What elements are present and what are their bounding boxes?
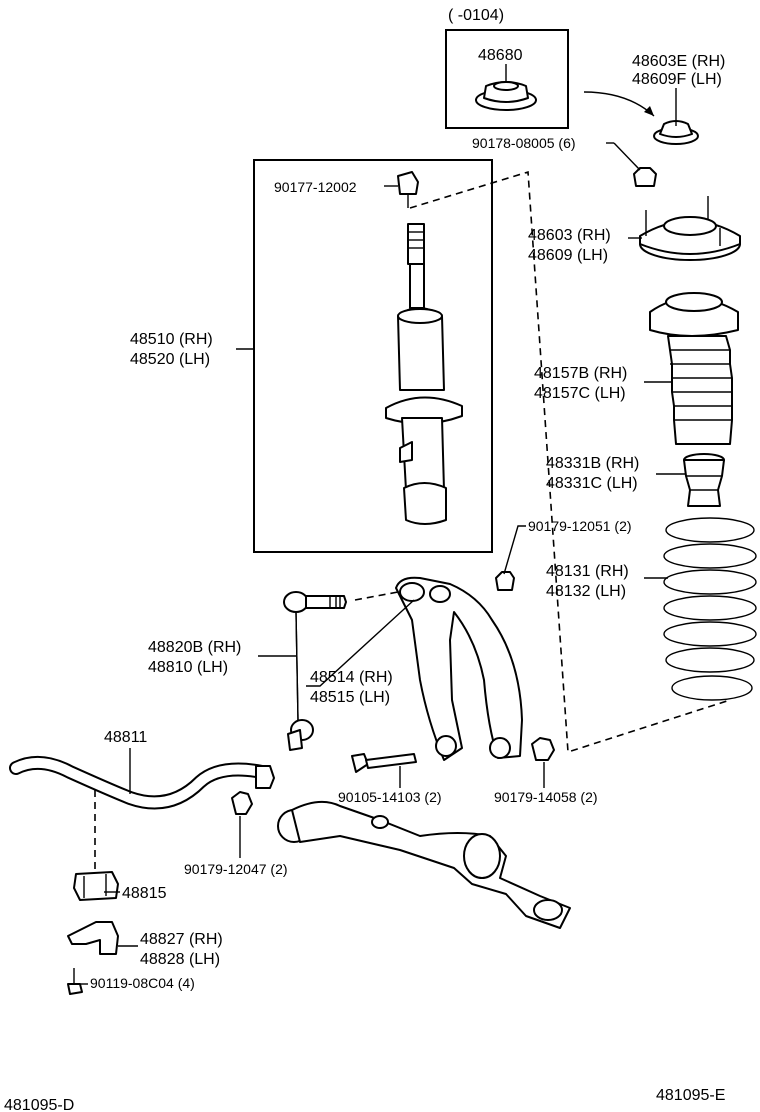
- label-48520: 48520 (LH): [130, 351, 210, 368]
- label-48815: 48815: [122, 885, 167, 902]
- label-48514: 48514 (RH): [310, 669, 393, 686]
- nut-90178-part: [633, 167, 657, 187]
- upper-mount-48680-part: [475, 81, 537, 111]
- label-48810: 48810 (LH): [148, 659, 228, 676]
- footer-code-right: 481095-E: [656, 1087, 725, 1104]
- label-90177: 90177-12002: [274, 179, 357, 195]
- bushing-48815-part: [73, 871, 119, 901]
- label-48827: 48827 (RH): [140, 931, 223, 948]
- leader-90179-12051: [503, 525, 526, 575]
- label-48603: 48603 (RH): [528, 227, 611, 244]
- bound-stopper-48331-part: [683, 453, 725, 507]
- label-48131: 48131 (RH): [546, 563, 629, 580]
- label-48331c: 48331C (LH): [546, 475, 638, 492]
- upper-support-variant-box: [445, 29, 569, 129]
- bolt-90105-14103-part: [351, 753, 417, 773]
- shock-absorber-48510-part: [385, 171, 463, 525]
- assembly-dashed-line: [409, 170, 731, 754]
- leader-48514: [306, 599, 415, 687]
- label-90178: 90178-08005 (6): [472, 135, 576, 151]
- steering-knuckle-48514-part: [395, 576, 523, 761]
- variant-arrow-head: [644, 106, 654, 116]
- label-48828: 48828 (LH): [140, 951, 220, 968]
- footer-code-left: 481095-D: [4, 1097, 74, 1112]
- label-48132: 48132 (LH): [546, 583, 626, 600]
- upper-support-48603-part: [639, 196, 741, 261]
- label-48603e: 48603E (RH): [632, 53, 725, 70]
- shock-absorber-box: [253, 159, 493, 553]
- stabilizer-bar-48811-part: [9, 755, 275, 810]
- label-90179-12047: 90179-12047 (2): [184, 861, 288, 877]
- label-48609f: 48609F (LH): [632, 71, 722, 88]
- label-48811: 48811: [104, 729, 147, 746]
- label-48510: 48510 (RH): [130, 331, 213, 348]
- label-48331b: 48331B (RH): [546, 455, 639, 472]
- leader-90178b: [613, 142, 641, 171]
- stabilizer-link-48820b-part: [283, 591, 347, 751]
- label-90179-14058: 90179-14058 (2): [494, 789, 598, 805]
- label-48680: 48680: [478, 47, 523, 64]
- label-48609: 48609 (LH): [528, 247, 608, 264]
- bumper-bellows-48157-part: [649, 292, 739, 445]
- nut-90179-14058-part: [531, 737, 555, 761]
- label-90119: 90119-08C04 (4): [90, 975, 195, 991]
- coil-spring-48131-part: [663, 517, 757, 701]
- nut-90179-12051-part: [495, 571, 515, 591]
- label-48820b: 48820B (RH): [148, 639, 241, 656]
- bracket-48827-part: [67, 921, 119, 955]
- label-90105: 90105-14103 (2): [338, 789, 442, 805]
- lower-control-arm-part: [277, 800, 571, 929]
- upper-support-48603e-part: [653, 120, 699, 145]
- label-90179-12051: 90179-12051 (2): [528, 518, 632, 534]
- header-range-label: ( -0104): [448, 7, 504, 24]
- bolt-90119-part: [67, 968, 83, 995]
- label-48157c: 48157C (LH): [534, 385, 626, 402]
- link-dashed-line: [354, 591, 399, 601]
- variant-arrow: [583, 91, 655, 117]
- label-48157b: 48157B (RH): [534, 365, 627, 382]
- label-48515: 48515 (LH): [310, 689, 390, 706]
- nut-90179-12047-part: [231, 791, 253, 815]
